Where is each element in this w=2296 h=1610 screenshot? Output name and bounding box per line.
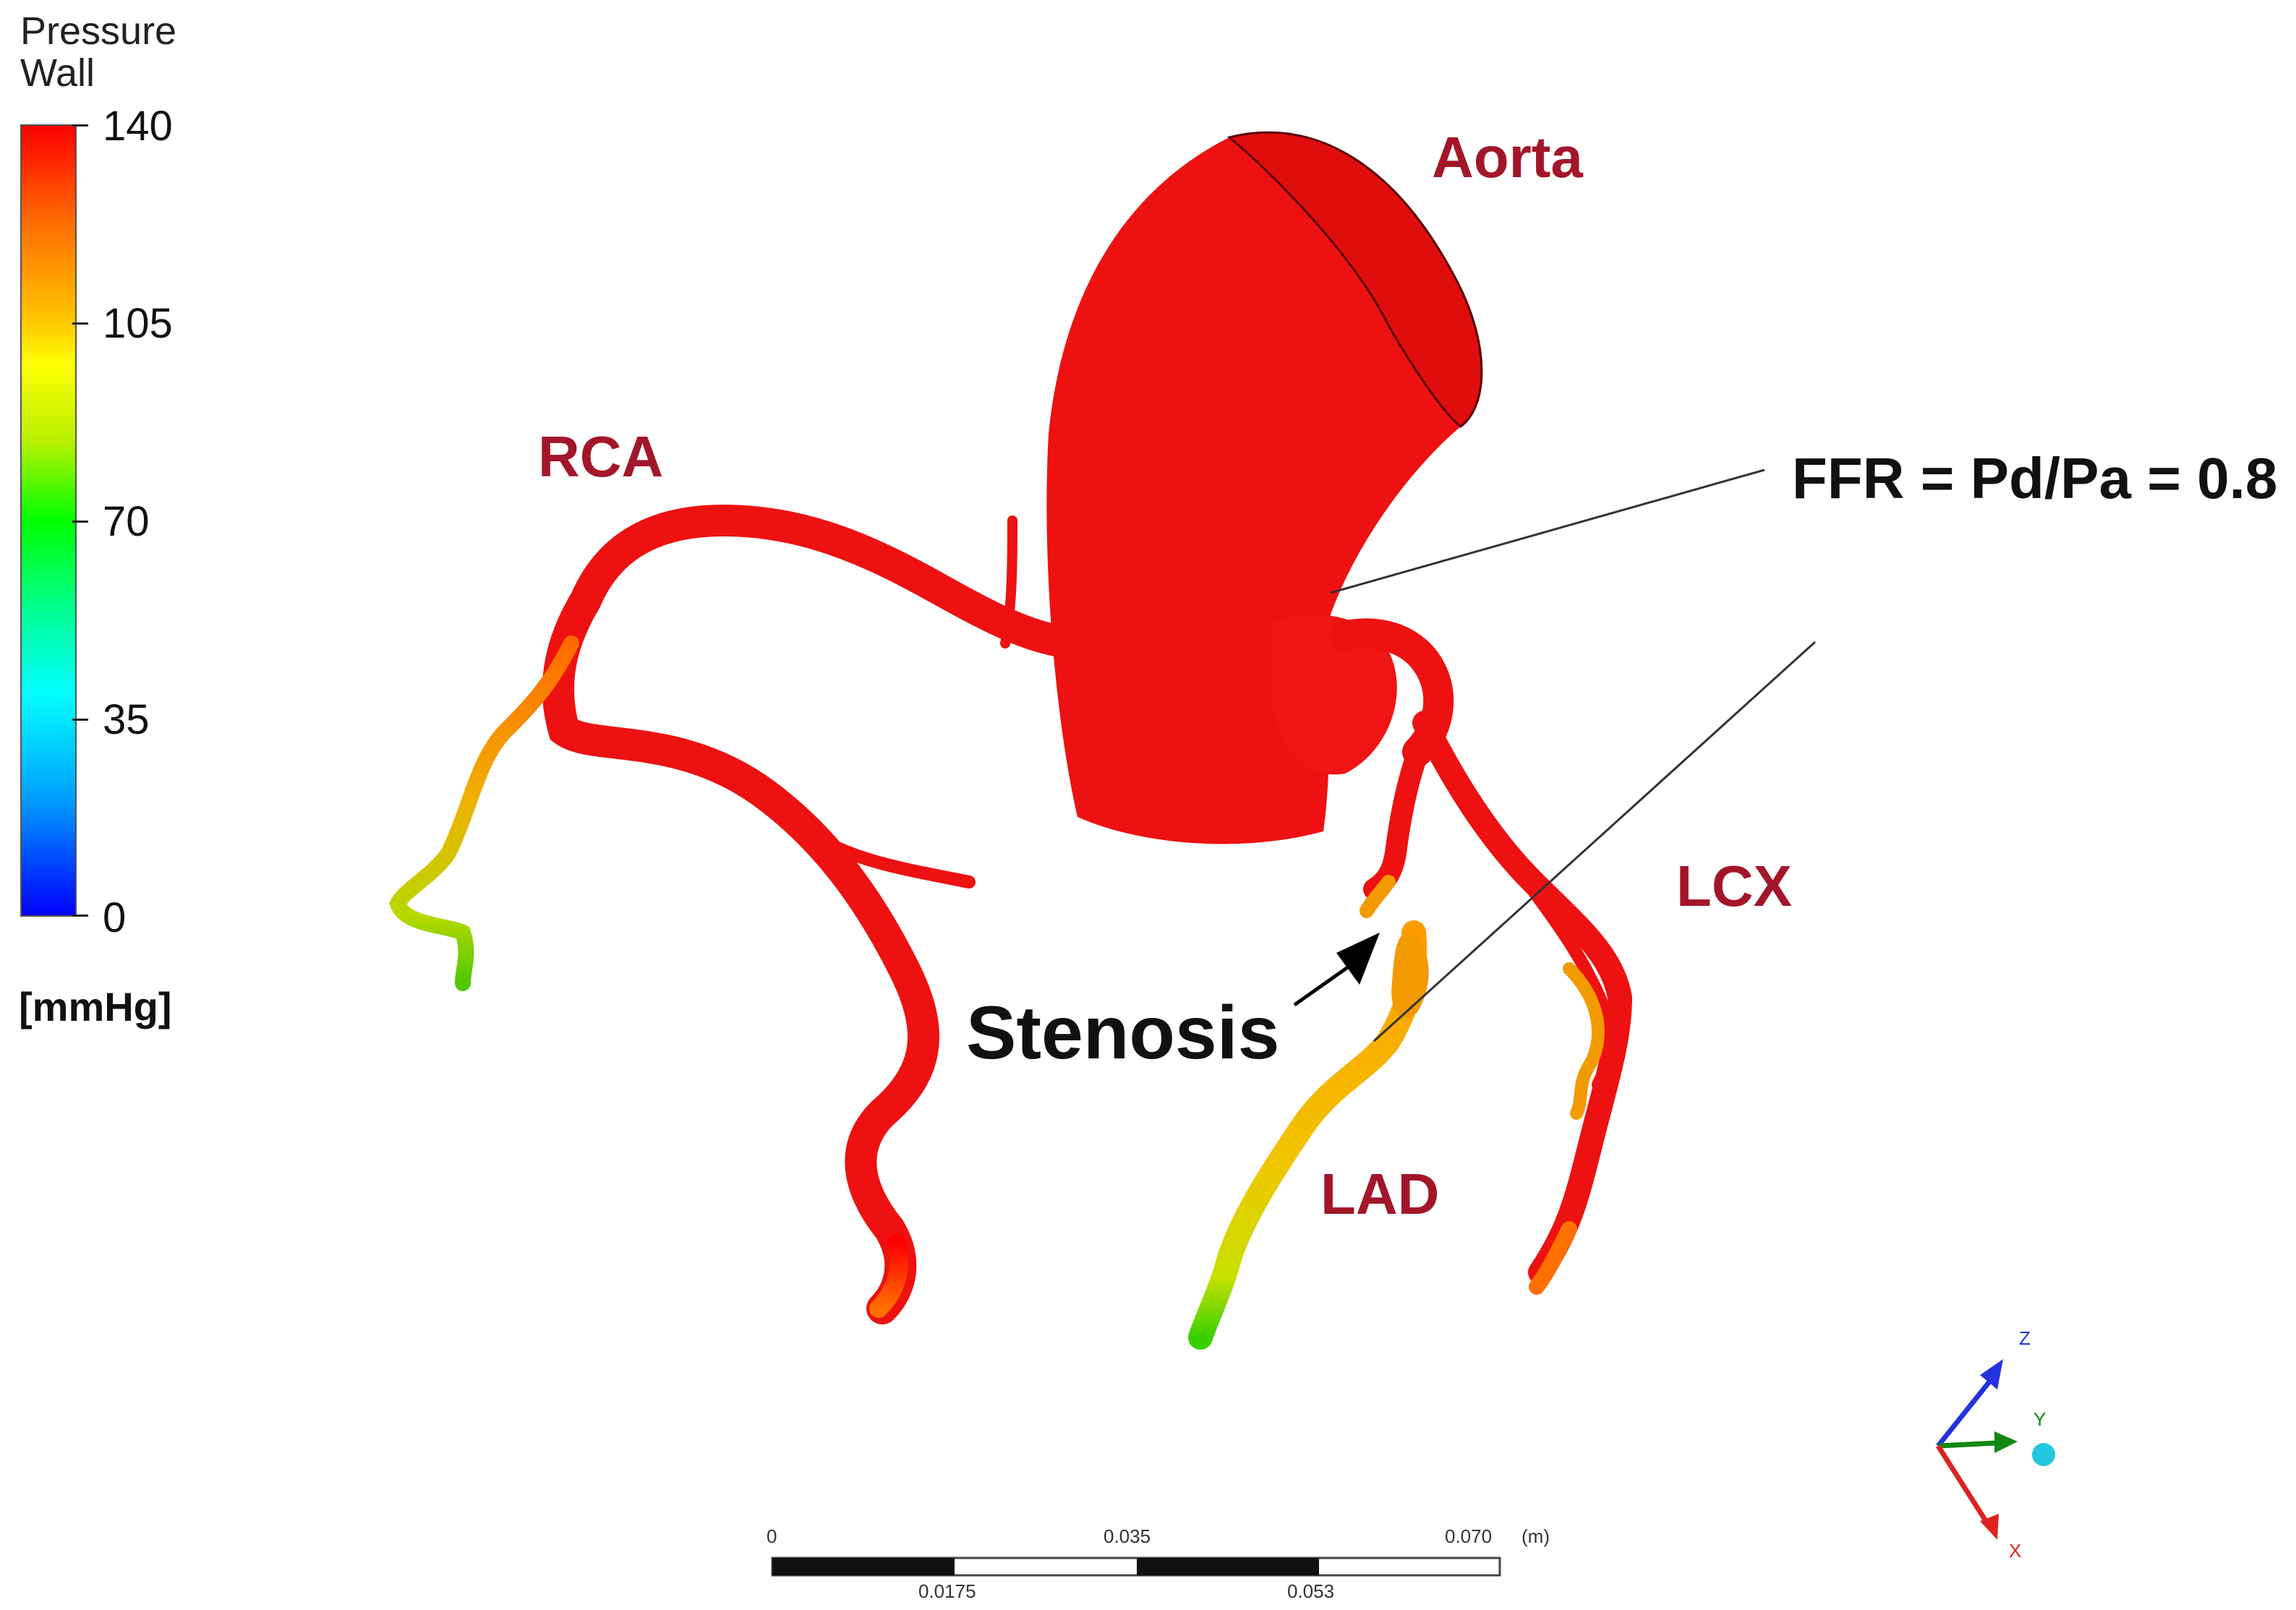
axis-label-y: Y xyxy=(2033,1408,2047,1430)
legend-tick-70 xyxy=(72,521,88,523)
rca-vessel xyxy=(542,504,1130,1324)
label-rca: RCA xyxy=(538,424,664,489)
legend-title-pressure: Pressure xyxy=(20,9,177,53)
x-axis-arrowhead xyxy=(1980,1514,1999,1540)
axis-label-x: X xyxy=(2009,1540,2022,1562)
scale-tick-0: 0 xyxy=(767,1525,777,1547)
rca-small-branch xyxy=(1000,515,1017,648)
legend-tick-0 xyxy=(72,915,88,917)
z-axis-arrowhead xyxy=(1980,1359,2003,1390)
legend-label-35: 35 xyxy=(103,696,150,743)
scale-unit: (m) xyxy=(1522,1525,1550,1547)
rca-tip xyxy=(869,1234,909,1318)
scale-tick-0070: 0.070 xyxy=(1445,1525,1493,1547)
scale-tick-0035: 0.035 xyxy=(1104,1525,1151,1547)
stenosis-arrow-line xyxy=(1293,959,1357,1007)
lad-proximal xyxy=(1363,734,1432,900)
scale-bar-segment-3 xyxy=(1137,1558,1319,1575)
ffr-leader-line-lower xyxy=(1373,641,1817,1042)
legend-title: Pressure Wall xyxy=(20,10,176,94)
label-lcx: LCX xyxy=(1676,854,1792,918)
y-axis-arrow xyxy=(1937,1440,1997,1449)
z-axis-arrow xyxy=(1936,1371,1998,1448)
legend-tick-35 xyxy=(72,719,88,721)
legend-label-105: 105 xyxy=(103,300,173,347)
ffr-leader-line-upper xyxy=(1330,468,1765,594)
scale-tick-00175: 0.0175 xyxy=(918,1580,976,1602)
legend-tick-140 xyxy=(72,124,88,127)
legend-unit: [mmHg] xyxy=(19,984,172,1029)
y-axis-arrowhead xyxy=(1994,1431,2018,1453)
aorta-body xyxy=(1046,132,1482,844)
lcx-side-branch xyxy=(1505,854,1618,1091)
lcx-vessel xyxy=(1412,711,1633,1285)
scale-bar-segment-1 xyxy=(772,1558,955,1575)
scale-tick-0053: 0.053 xyxy=(1287,1580,1335,1602)
legend-title-wall: Wall xyxy=(20,51,95,95)
aorta-root-bulge xyxy=(1273,615,1397,775)
stenosis-arrow-head xyxy=(1336,933,1380,985)
view-origin-marker xyxy=(2032,1443,2055,1466)
legend-label-70: 70 xyxy=(103,498,150,545)
rca-distal-branch xyxy=(389,635,579,991)
lad-stenosis-bulge xyxy=(1391,933,1429,1018)
aorta-opening xyxy=(1226,131,1483,428)
label-lad: LAD xyxy=(1320,1162,1440,1226)
legend-label-0: 0 xyxy=(103,894,127,941)
legend-tick-105 xyxy=(72,322,88,325)
label-aorta: Aorta xyxy=(1432,125,1583,189)
lad-diagonal-stub xyxy=(1360,875,1396,918)
legend-label-140: 140 xyxy=(103,103,173,150)
lcx-obtuse-marginal xyxy=(1563,962,1605,1120)
color-scale-bar xyxy=(20,124,77,917)
stenosis-label: Stenosis xyxy=(966,991,1280,1075)
axis-label-z: Z xyxy=(2019,1327,2031,1349)
rca-side-branch xyxy=(789,818,976,889)
ffr-annotation: FFR = Pd/Pa = 0.8 xyxy=(1792,446,2278,510)
lcx-tip xyxy=(1529,1221,1577,1295)
x-axis-arrow xyxy=(1936,1444,1991,1527)
